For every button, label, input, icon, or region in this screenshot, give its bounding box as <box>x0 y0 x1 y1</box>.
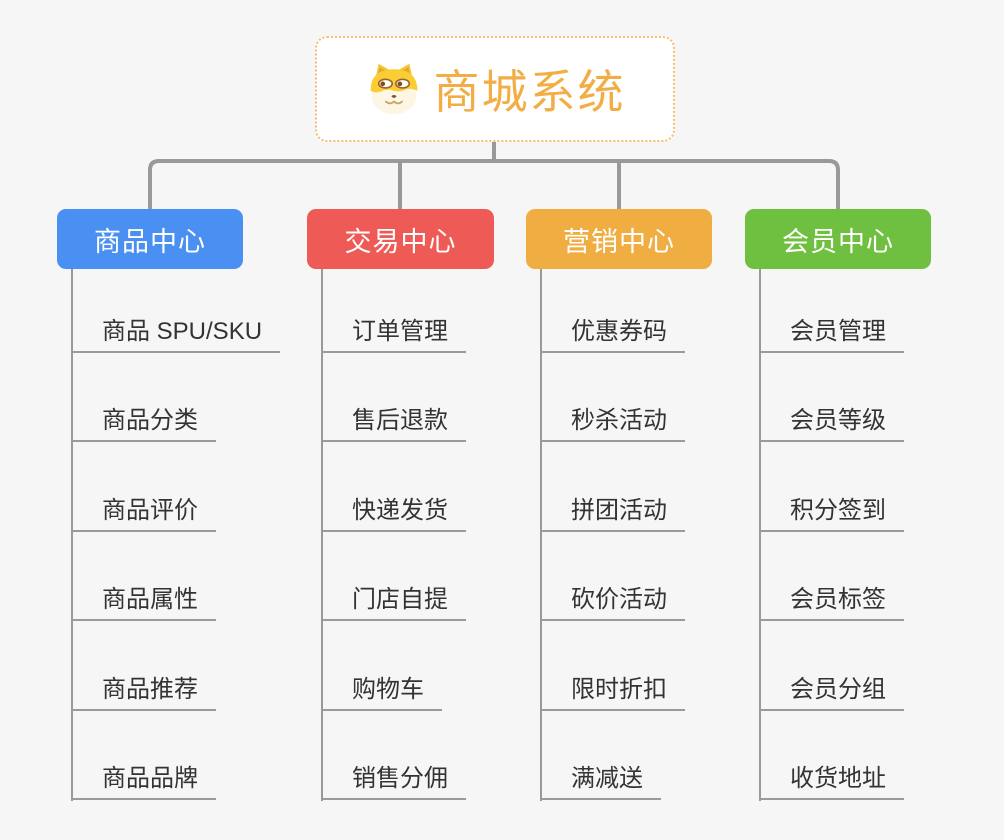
leaf-topic[interactable]: 收货地址 <box>760 765 904 801</box>
branch-trade[interactable]: 交易中心 <box>307 209 494 269</box>
leaf-topic[interactable]: 销售分佣 <box>322 765 466 801</box>
leaf-topic[interactable]: 会员等级 <box>760 407 904 443</box>
leaf-topic[interactable]: 商品属性 <box>72 586 216 622</box>
leaf-topic[interactable]: 会员分组 <box>760 676 904 712</box>
leaf-topic[interactable]: 订单管理 <box>322 318 466 354</box>
leaf-topic[interactable]: 商品分类 <box>72 407 216 443</box>
leaf-topic[interactable]: 购物车 <box>322 676 442 712</box>
leaf-topic[interactable]: 商品品牌 <box>72 765 216 801</box>
leaf-topic[interactable]: 满减送 <box>541 765 661 801</box>
leaf-topic[interactable]: 售后退款 <box>322 407 466 443</box>
leaf-topic[interactable]: 商品 SPU/SKU <box>72 318 281 354</box>
doge-dog-icon <box>370 63 417 115</box>
leaf-topic[interactable]: 优惠券码 <box>541 318 685 354</box>
leaf-topic[interactable]: 拼团活动 <box>541 497 685 533</box>
leaf-topic[interactable]: 快递发货 <box>322 497 466 533</box>
leaf-topic[interactable]: 会员标签 <box>760 586 904 622</box>
leaf-topic[interactable]: 砍价活动 <box>541 586 685 622</box>
leaf-topic[interactable]: 限时折扣 <box>541 676 685 712</box>
leaf-topic[interactable]: 秒杀活动 <box>541 407 685 443</box>
leaf-topic[interactable]: 商品评价 <box>72 497 216 533</box>
leaf-topic[interactable]: 会员管理 <box>760 318 904 354</box>
branch-members[interactable]: 会员中心 <box>745 209 931 269</box>
branch-products[interactable]: 商品中心 <box>57 209 243 269</box>
branch-marketing[interactable]: 营销中心 <box>526 209 712 269</box>
leaf-topic[interactable]: 门店自提 <box>322 586 466 622</box>
leaf-topic[interactable]: 商品推荐 <box>72 676 216 712</box>
root-topic[interactable]: 商城系统 <box>315 36 675 142</box>
root-topic-title: 商城系统 <box>433 66 626 118</box>
leaf-topic[interactable]: 积分签到 <box>760 497 904 533</box>
